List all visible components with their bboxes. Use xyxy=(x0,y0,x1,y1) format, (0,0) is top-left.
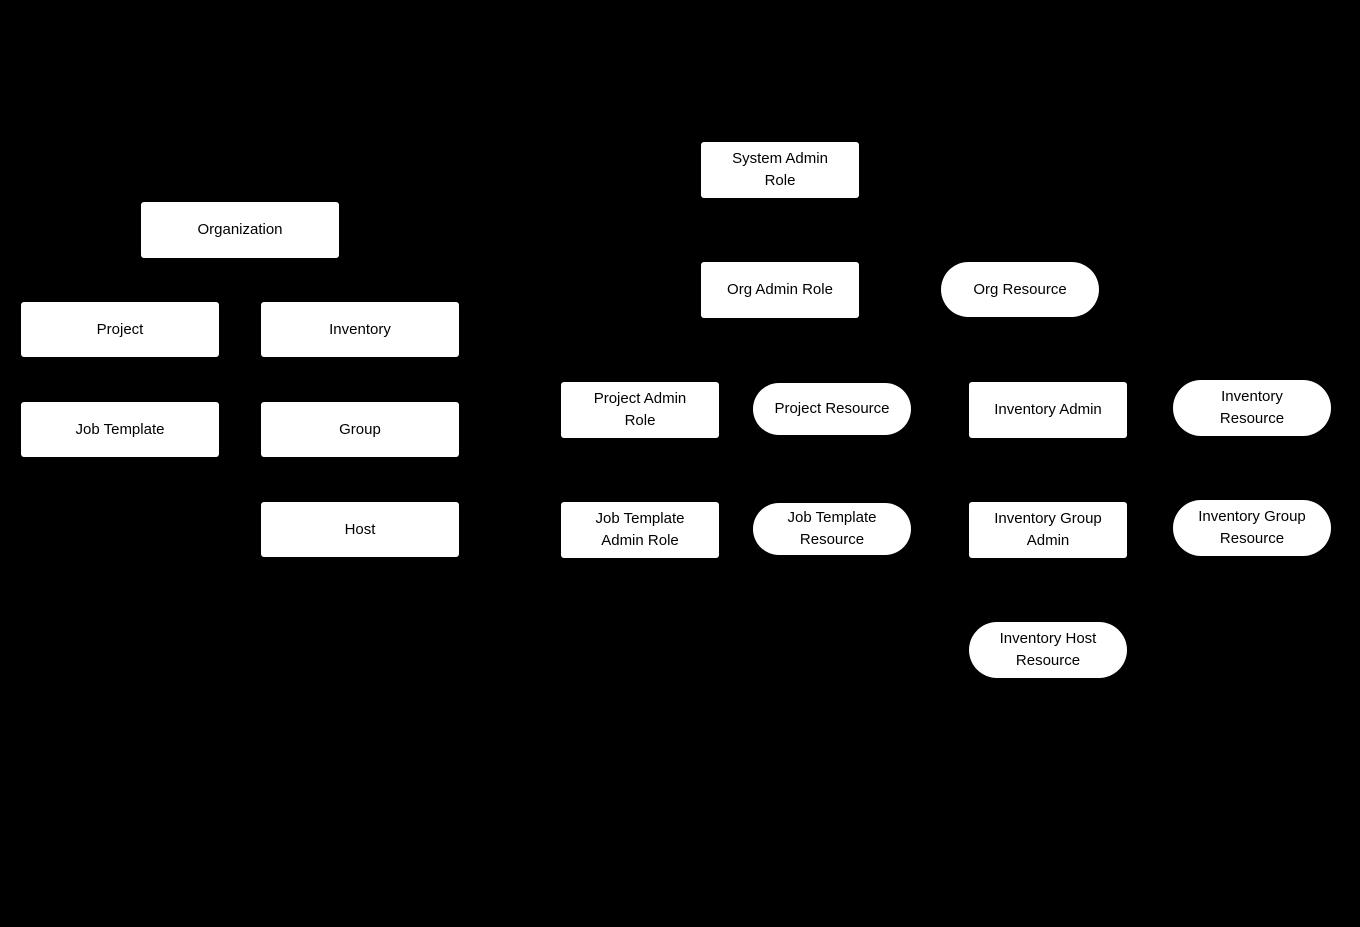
node-inventory-resource: Inventory Resource xyxy=(1173,380,1331,436)
node-project: Project xyxy=(21,302,219,357)
node-inventory-admin: Inventory Admin xyxy=(969,382,1127,438)
node-org-admin-role: Org Admin Role xyxy=(701,262,859,318)
node-job-template-resource: Job Template Resource xyxy=(753,503,911,555)
node-host: Host xyxy=(261,502,459,557)
node-inventory-group-resource: Inventory Group Resource xyxy=(1173,500,1331,556)
node-job-template: Job Template xyxy=(21,402,219,457)
node-inventory-group-admin: Inventory Group Admin xyxy=(969,502,1127,558)
node-inventory: Inventory xyxy=(261,302,459,357)
node-org-resource: Org Resource xyxy=(941,262,1099,317)
node-project-admin-role: Project Admin Role xyxy=(561,382,719,438)
node-group: Group xyxy=(261,402,459,457)
node-project-resource: Project Resource xyxy=(753,383,911,435)
node-system-admin-role: System Admin Role xyxy=(701,142,859,198)
node-organization: Organization xyxy=(141,202,339,258)
node-inventory-host-resource: Inventory Host Resource xyxy=(969,622,1127,678)
node-job-template-admin-role: Job Template Admin Role xyxy=(561,502,719,558)
